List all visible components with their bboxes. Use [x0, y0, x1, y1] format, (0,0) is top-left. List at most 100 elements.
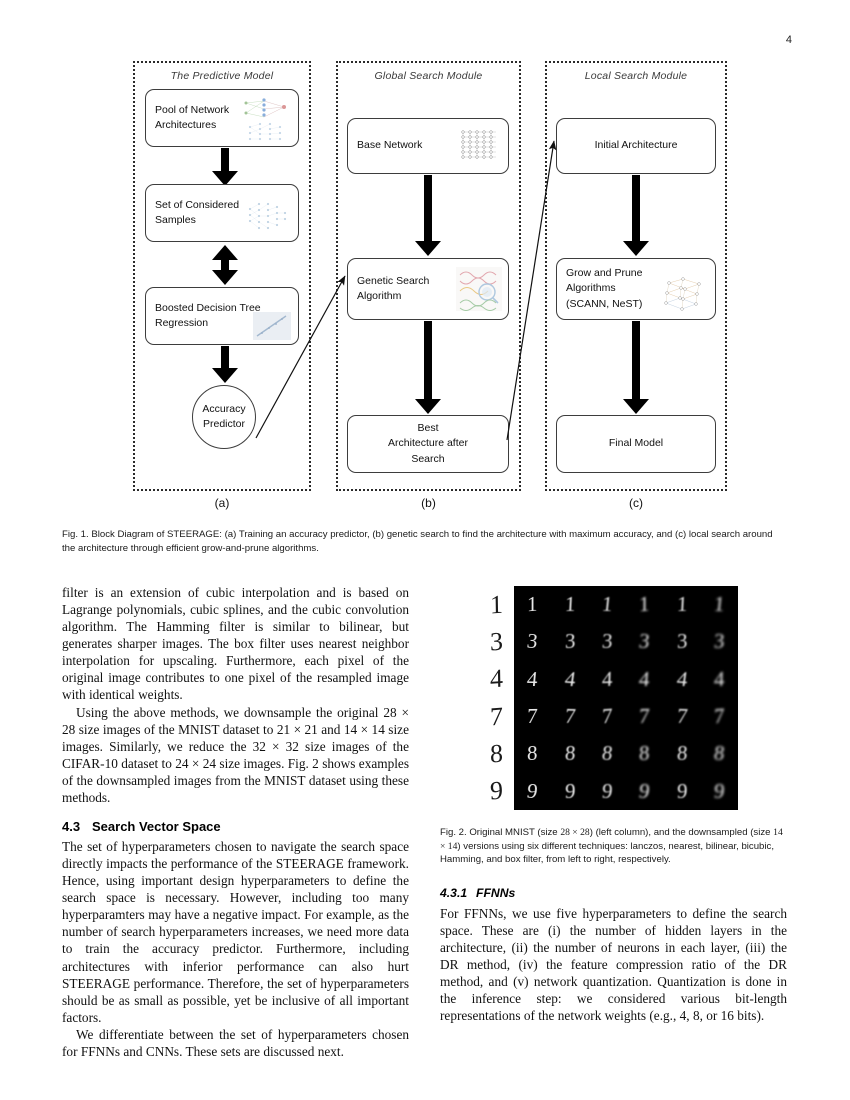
mnist-cell: 3 [601, 629, 614, 654]
mnist-original-digit: 7 [489, 701, 503, 732]
math-28x28: 28 × 28 [560, 827, 590, 838]
node-genetic-search-algorithm[interactable]: Genetic Search Algorithm [347, 258, 509, 320]
mnist-cell: 1 [712, 592, 726, 617]
mnist-cell: 4 [526, 666, 539, 691]
mnist-cell: 3 [526, 629, 540, 654]
node-initial-architecture[interactable]: Initial Architecture [556, 118, 716, 174]
node-label: Accuracy Predictor [202, 402, 246, 430]
mnist-cell: 8 [712, 741, 727, 766]
mnist-original-column: 1 3 4 7 8 9 [478, 586, 514, 810]
mnist-cell: 4 [563, 666, 577, 692]
mnist-cell: 1 [676, 592, 688, 617]
regression-plot-thumb [253, 312, 291, 340]
figure-2-caption: Fig. 2. Original MNIST (size 28 × 28) (l… [440, 826, 788, 867]
mnist-cell: 1 [527, 591, 538, 617]
left-text-column: filter is an extension of cubic interpol… [62, 584, 409, 1060]
mnist-cell: 9 [564, 778, 576, 804]
math-24x24: 24 × 24 [175, 755, 217, 771]
text-frag: ) versions using six different technique… [440, 840, 774, 866]
node-accuracy-predictor[interactable]: Accuracy Predictor [192, 385, 256, 449]
paragraph-ffnn-cnn-split: We differentiate between the set of hype… [62, 1026, 409, 1059]
mnist-cell: 9 [676, 778, 688, 804]
mnist-cell: 3 [564, 629, 576, 654]
mnist-original-digit: 1 [489, 589, 503, 620]
panel-a-title: The Predictive Model [170, 70, 274, 82]
arrow-grow-prune-to-final-model [623, 321, 649, 414]
mnist-cell: 1 [639, 591, 650, 617]
mnist-cell: 8 [675, 741, 689, 766]
sparse-net-thumb [664, 277, 701, 311]
page-number: 4 [785, 34, 792, 46]
text-frag: Fig. 2. Original MNIST (size [440, 827, 561, 838]
math-28x28: 28 × 28 [62, 704, 409, 737]
subsection-heading-ffnns: 4.3.1 FFNNs [440, 886, 787, 900]
node-set-of-considered-samples[interactable]: Set of Considered Samples [145, 184, 299, 242]
neural-net-thumb [244, 98, 286, 141]
section-heading-search-vector-space: 4.3 Search Vector Space [62, 819, 409, 834]
mnist-original-digit: 8 [489, 738, 503, 769]
panel-c-title: Local Search Module [584, 70, 688, 82]
mnist-cell: 8 [639, 741, 651, 766]
mnist-cell: 7 [563, 704, 577, 729]
section-title: Search Vector Space [92, 819, 221, 835]
text-frag: Using the above methods, we downsample t… [76, 704, 384, 720]
node-base-network[interactable]: Base Network [347, 118, 509, 174]
subsection-number: 4.3.1 [440, 886, 468, 900]
mnist-original-digit: 4 [489, 663, 503, 694]
mnist-cell: 3 [638, 629, 652, 654]
mnist-cell: 7 [526, 704, 539, 729]
text-frag: size images of the MNIST dataset to [75, 721, 277, 737]
paragraph-ffnn-hyperparameters: For FFNNs, we use five hyperparameters t… [440, 906, 787, 1024]
mnist-cell: 9 [637, 778, 652, 804]
node-label: Set of Considered Samples [155, 198, 240, 226]
right-text-column: 4.3.1 FFNNs For FFNNs, we use five hyperp… [440, 886, 787, 1025]
node-label: Initial Architecture [594, 139, 678, 152]
mnist-cell: 8 [527, 741, 539, 766]
arrow-regression-to-accuracy-predictor [212, 346, 238, 383]
text-frag: ) (left column), and the downsampled (si… [589, 827, 774, 838]
mnist-cell: 7 [638, 704, 651, 729]
mnist-cell: 4 [638, 666, 651, 691]
node-label: Best Architecture after Search [388, 422, 468, 465]
paragraph-downsampling: Using the above methods, we downsample t… [62, 704, 409, 806]
node-grow-and-prune-algorithms[interactable]: Grow and Prune Algorithms (SCANN, NeST) [556, 258, 716, 320]
arrow-initial-architecture-to-grow-prune [623, 175, 649, 256]
text-frag: size images. Similarly, we reduce the [62, 721, 409, 754]
dense-net-thumb [461, 130, 496, 159]
node-label: Boosted Decision Tree Regression [155, 301, 261, 329]
mnist-cell: 7 [714, 703, 725, 729]
mnist-cell: 9 [713, 778, 726, 803]
node-pool-of-network-architectures[interactable]: Pool of Network Architectures [145, 89, 299, 147]
node-label: Genetic Search Algorithm [357, 274, 430, 302]
mnist-cell: 3 [676, 629, 688, 654]
mnist-cell: 3 [713, 629, 726, 654]
panel-c-caption: (c) [629, 496, 643, 510]
node-boosted-decision-tree-regression[interactable]: Boosted Decision Tree Regression [145, 287, 299, 345]
panel-b-title: Global Search Module [374, 70, 483, 82]
math-14x14: 14 × 14 [343, 721, 385, 737]
sample-net-thumb [248, 202, 287, 230]
arrow-genetic-search-to-best-architecture [415, 321, 441, 414]
arrow-base-network-to-genetic-search [415, 175, 441, 256]
node-label: Pool of Network Architectures [155, 103, 230, 131]
node-final-model[interactable]: Final Model [556, 415, 716, 473]
node-label: Base Network [357, 139, 423, 152]
paragraph-filter-methods: filter is an extension of cubic interpol… [62, 585, 409, 703]
panel-a-caption: (a) [214, 496, 230, 510]
mnist-cell: 1 [564, 592, 576, 617]
subsection-title: FFNNs [476, 886, 516, 900]
node-best-architecture-after-search[interactable]: Best Architecture after Search [347, 415, 509, 473]
arrow-pool-to-samples [212, 148, 238, 186]
mnist-cell: 4 [601, 666, 613, 692]
panel-b-caption: (b) [421, 496, 436, 510]
section-number: 4.3 [62, 819, 81, 835]
text-frag: size images of the CIFAR-10 dataset to [62, 738, 409, 771]
figure-1-block-diagram: The Predictive Model (a) Pool of Network… [60, 55, 790, 515]
mnist-cell: 4 [713, 666, 725, 692]
text-frag: and [317, 721, 344, 737]
text-frag: size images. Fig. 2 shows examples of th… [62, 755, 410, 805]
mnist-cell: 4 [675, 666, 689, 692]
paragraph-hyperparameters: The set of hyperparameters chosen to nav… [62, 839, 409, 1025]
